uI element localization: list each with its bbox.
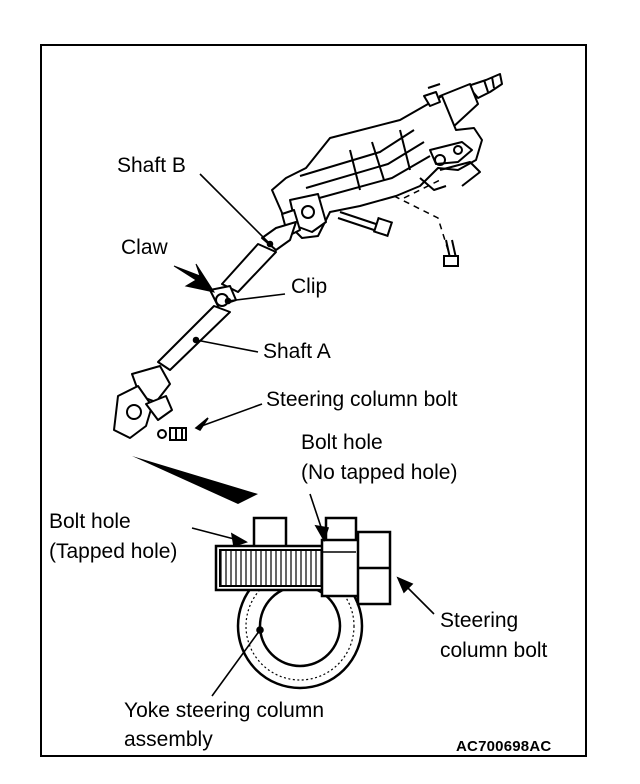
label-yoke-line2: assembly — [124, 728, 213, 751]
label-shaft-b: Shaft B — [117, 154, 186, 177]
intermediate-shaft — [113, 221, 297, 439]
label-clip: Clip — [291, 275, 328, 298]
label-bolt-hole-tapped-line1: Bolt hole — [49, 510, 131, 533]
label-steering-column-bolt-top: Steering column bolt — [266, 388, 458, 411]
figure-code: AC700698AC — [456, 738, 552, 755]
detail-pointer — [132, 456, 258, 504]
label-bolt-hole-tapped-line2: (Tapped hole) — [49, 540, 178, 563]
lower-bolt — [157, 427, 187, 441]
label-steering-column-bolt-line2: column bolt — [440, 639, 548, 662]
diagram-frame — [40, 44, 587, 757]
steering-column-housing — [271, 73, 503, 239]
leader-lines-top — [192, 173, 286, 432]
label-yoke-line1: Yoke steering column — [124, 699, 325, 722]
claw-arrow — [173, 263, 216, 293]
label-bolt-hole-no-tapped-line1: Bolt hole — [301, 431, 383, 454]
label-bolt-hole-no-tapped-line2: (No tapped hole) — [301, 461, 458, 484]
label-claw: Claw — [121, 236, 168, 259]
leader-lines-detail — [191, 493, 435, 697]
label-steering-column-bolt-line1: Steering — [440, 609, 519, 632]
housing-bolts — [337, 179, 459, 267]
yoke-detail — [214, 516, 392, 690]
label-shaft-a: Shaft A — [263, 340, 331, 363]
